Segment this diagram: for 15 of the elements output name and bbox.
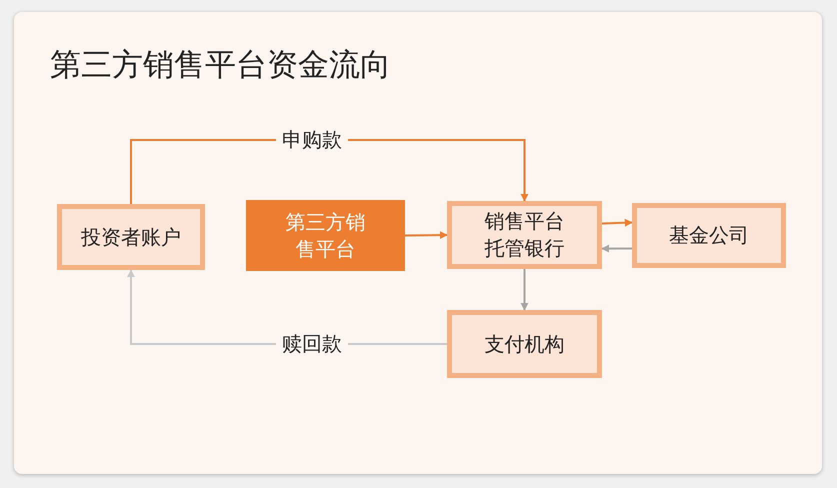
arrow — [520, 269, 528, 311]
arrow — [602, 218, 633, 227]
node-label: 投资者账户 — [81, 224, 181, 250]
process-box — [447, 201, 602, 269]
title: 第三方销售平台资金流向 — [50, 46, 391, 85]
node-label: 支付机构 — [484, 330, 564, 358]
node-label: 销售平台托管银行 — [484, 208, 566, 262]
node-label: 第三方销售平台 — [284, 208, 366, 262]
process-box — [57, 204, 205, 270]
node-label: 基金公司 — [669, 222, 749, 249]
process-box — [246, 200, 405, 271]
arrow — [601, 244, 632, 253]
arrow — [404, 231, 448, 240]
process-box — [632, 203, 786, 268]
process-box — [447, 310, 602, 378]
